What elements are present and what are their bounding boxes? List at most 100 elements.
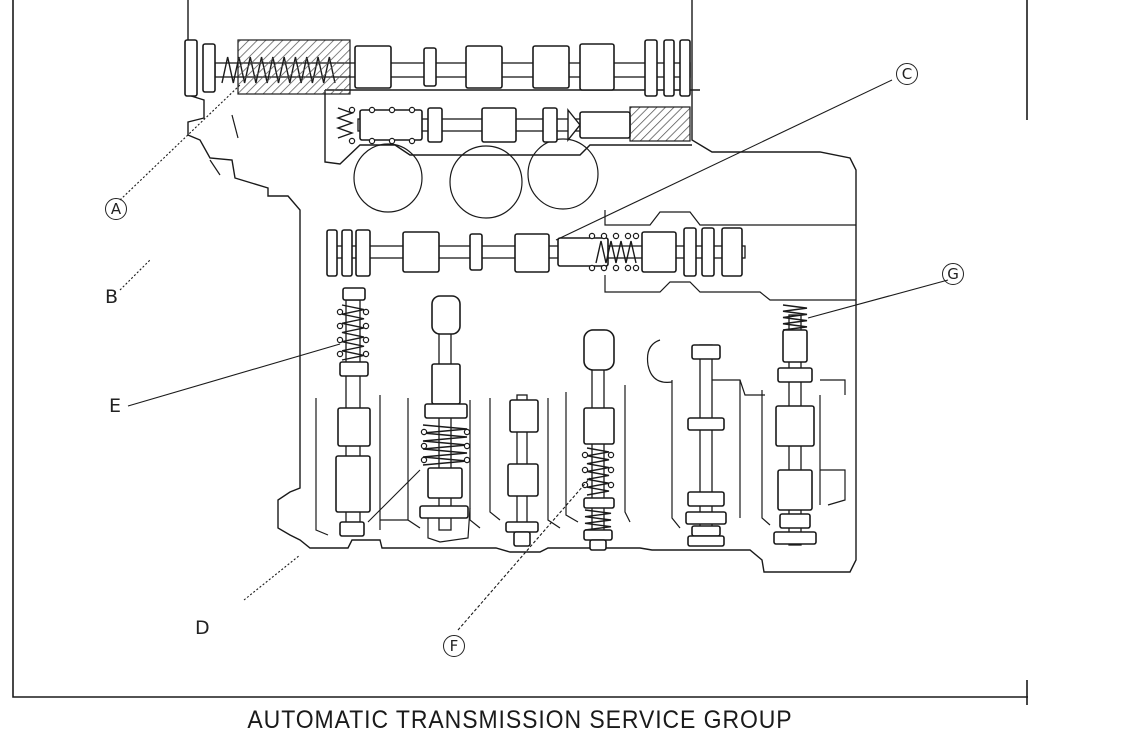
coil-spring bbox=[782, 304, 808, 331]
valve-land bbox=[505, 521, 539, 533]
valve-land bbox=[355, 229, 371, 277]
valve-land bbox=[427, 107, 443, 143]
valve-land bbox=[583, 529, 613, 541]
valve-land bbox=[679, 39, 691, 97]
spring-coil-end bbox=[600, 264, 608, 272]
valve-land bbox=[335, 455, 371, 513]
spring-coil-end bbox=[362, 350, 370, 358]
valve-land bbox=[687, 491, 725, 507]
spring-coil-end bbox=[588, 264, 596, 272]
spring-coil-end bbox=[607, 481, 615, 489]
valve-land bbox=[687, 535, 725, 547]
valve-land bbox=[507, 463, 539, 497]
spring-coil-end bbox=[388, 137, 396, 145]
valve-land bbox=[354, 45, 392, 89]
valve-land bbox=[663, 39, 675, 97]
valve-land bbox=[775, 405, 815, 447]
callout-a: A bbox=[105, 198, 127, 220]
spring-coil-end bbox=[624, 264, 632, 272]
spring-coil-end bbox=[624, 232, 632, 240]
valve-land bbox=[431, 363, 461, 405]
valve-land bbox=[687, 417, 725, 431]
spring-coil-end bbox=[368, 106, 376, 114]
cast-passages bbox=[209, 114, 856, 543]
valve-land bbox=[339, 521, 365, 537]
spring-coil-end bbox=[612, 232, 620, 240]
spring-coil-end bbox=[600, 232, 608, 240]
valve-land bbox=[423, 47, 437, 87]
page-frame bbox=[12, 0, 1028, 705]
spring-coil-end bbox=[336, 308, 344, 316]
callout-d: D bbox=[195, 617, 210, 639]
spring-coil-end bbox=[588, 232, 596, 240]
valve-land bbox=[701, 227, 715, 277]
valve-land bbox=[532, 45, 570, 89]
spring-coil-end bbox=[408, 106, 416, 114]
valve-land bbox=[583, 407, 615, 445]
valve-land bbox=[469, 233, 483, 271]
spring-coil-end bbox=[388, 106, 396, 114]
spring-coil-end bbox=[463, 428, 471, 436]
valve-land bbox=[773, 531, 817, 545]
spring-coil-end bbox=[581, 481, 589, 489]
hatched-plugs bbox=[237, 39, 691, 142]
valve-land bbox=[337, 407, 371, 447]
valve-land bbox=[509, 399, 539, 433]
spring-coil-end bbox=[368, 137, 376, 145]
spring-coil-end bbox=[463, 442, 471, 450]
valve-land bbox=[402, 231, 440, 273]
valve-land bbox=[685, 511, 727, 525]
valve-land bbox=[641, 231, 677, 273]
callout-e: E bbox=[109, 395, 122, 417]
spring-coil-end bbox=[463, 456, 471, 464]
leader-lines bbox=[119, 79, 949, 631]
valve-land bbox=[431, 295, 461, 335]
spring-coil-end bbox=[362, 336, 370, 344]
spring-coil-end bbox=[632, 264, 640, 272]
coil-spring bbox=[595, 240, 637, 264]
valve-tip bbox=[567, 108, 581, 142]
spring-coil-end bbox=[348, 106, 356, 114]
valve-land bbox=[589, 539, 607, 551]
valve-land bbox=[326, 229, 338, 277]
valve-land bbox=[513, 531, 531, 547]
spring-coil-end bbox=[612, 264, 620, 272]
valve-land bbox=[779, 513, 811, 529]
spring-coil-end bbox=[632, 232, 640, 240]
callout-b: B bbox=[105, 286, 119, 308]
valve-land bbox=[465, 45, 503, 89]
valve-land bbox=[579, 43, 615, 91]
spring-coil-end bbox=[348, 137, 356, 145]
callout-g: G bbox=[942, 263, 964, 285]
valve-land bbox=[342, 287, 366, 301]
valve-land bbox=[583, 329, 615, 371]
valve-land bbox=[481, 107, 517, 143]
valve-springs bbox=[221, 56, 808, 531]
spring-coil-end bbox=[420, 456, 428, 464]
valve-land bbox=[777, 469, 813, 511]
valve-land bbox=[419, 505, 469, 519]
valve-land bbox=[683, 227, 697, 277]
valve-land bbox=[583, 497, 615, 509]
callout-c: C bbox=[896, 63, 918, 85]
valve-land bbox=[691, 525, 721, 537]
valve-land bbox=[514, 233, 550, 273]
valve-land bbox=[777, 367, 813, 383]
spring-coil-end bbox=[362, 322, 370, 330]
valve-land bbox=[339, 361, 369, 377]
valve-land bbox=[721, 227, 743, 277]
spring-coil-end bbox=[336, 336, 344, 344]
valve-land bbox=[359, 109, 423, 141]
coil-spring bbox=[335, 107, 355, 139]
spring-coil-end bbox=[336, 322, 344, 330]
valve-land bbox=[542, 107, 558, 143]
spring-coil-end bbox=[607, 466, 615, 474]
spring-coil-end bbox=[607, 451, 615, 459]
spring-coil-end bbox=[362, 308, 370, 316]
spring-coil-end bbox=[336, 350, 344, 358]
spring-coil-end bbox=[581, 466, 589, 474]
spring-coil-end bbox=[420, 442, 428, 450]
valve-land bbox=[782, 329, 808, 363]
coil-spring bbox=[584, 509, 612, 531]
